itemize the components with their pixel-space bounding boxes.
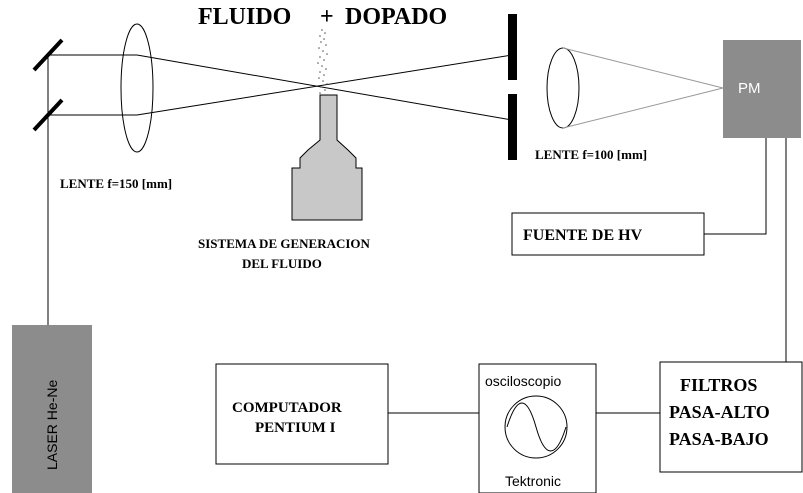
sine-wave-icon bbox=[506, 402, 567, 452]
laser-label: LASER He-Ne bbox=[44, 380, 60, 470]
title-dopado: DOPADO bbox=[345, 4, 447, 30]
wire-pm-fuente bbox=[704, 138, 767, 235]
lens-100 bbox=[546, 47, 580, 129]
lens-150 bbox=[120, 23, 154, 153]
laser-box bbox=[12, 325, 92, 493]
fluid-nozzle bbox=[291, 94, 363, 221]
pm-label: PM bbox=[738, 80, 761, 97]
label-lente-150: LENTE f=150 [mm] bbox=[60, 176, 172, 191]
aperture-top bbox=[508, 14, 517, 80]
filtros-box bbox=[659, 361, 803, 473]
osciloscopio-label: osciloscopio bbox=[485, 373, 561, 389]
aperture-bottom bbox=[508, 94, 517, 160]
label-sistema-2: DEL FLUIDO bbox=[242, 256, 322, 271]
beam-cross-1 bbox=[136, 54, 513, 121]
cone-upper bbox=[562, 47, 724, 89]
beam-cross-2 bbox=[136, 54, 513, 116]
filtros-label-3: PASA-BAJO bbox=[669, 429, 769, 449]
label-sistema-1: SISTEMA DE GENERACION bbox=[198, 236, 371, 251]
fuente-hv-label: FUENTE DE HV bbox=[523, 227, 643, 244]
computador-label-2: PENTIUM I bbox=[255, 420, 336, 436]
tektronic-label: Tektronic bbox=[505, 473, 561, 489]
title-fluido: FLUIDO bbox=[198, 4, 291, 30]
computador-label-1: COMPUTADOR bbox=[232, 400, 342, 416]
pm-box bbox=[723, 40, 801, 138]
oscilloscope-screen bbox=[504, 395, 568, 459]
label-lente-100: LENTE f=100 [mm] bbox=[535, 147, 647, 162]
title-plus: + bbox=[320, 4, 334, 30]
filtros-label-1: FILTROS bbox=[680, 375, 757, 395]
filtros-label-2: PASA-ALTO bbox=[669, 402, 770, 422]
cone-lower bbox=[562, 87, 724, 129]
osciloscopio-box bbox=[478, 363, 597, 493]
fluid-particles bbox=[317, 29, 328, 94]
fuente-hv-box bbox=[511, 212, 705, 256]
computador-box bbox=[215, 363, 389, 465]
